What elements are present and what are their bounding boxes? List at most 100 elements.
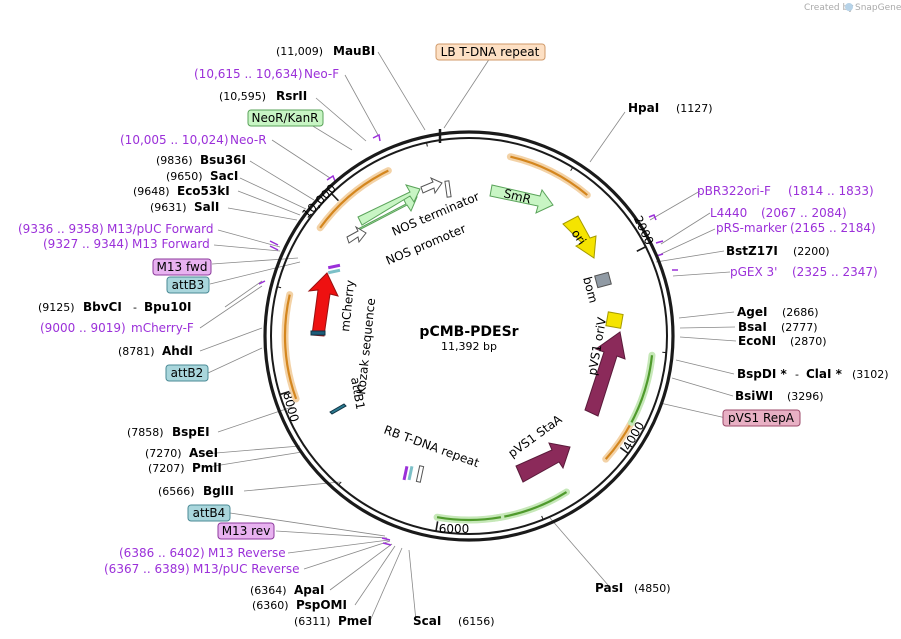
outer-arcs [281, 153, 656, 524]
site-maubi[interactable]: (11,009)MauBI [276, 44, 375, 58]
tick-mark [277, 286, 282, 289]
primer-m13-forward[interactable]: (9327 .. 9344)M13 Forward [43, 237, 210, 251]
site-ahdi[interactable]: (8781)AhdI [118, 344, 193, 358]
box-attb2[interactable]: attB2 [165, 364, 209, 382]
svg-text:(11,009): (11,009) [276, 45, 323, 58]
svg-text:BsiWI: BsiWI [735, 389, 773, 403]
label-rb-repeat: RB T-DNA repeat [382, 423, 481, 471]
attb4-marker [407, 465, 414, 481]
svg-text:PmeI: PmeI [338, 614, 372, 628]
primer-pgex-3[interactable]: pGEX 3'(2325 .. 2347) [730, 265, 878, 279]
svg-text:(1127): (1127) [676, 102, 713, 115]
credit-prefix: Created by [804, 3, 854, 13]
svg-text:attB2: attB2 [171, 366, 204, 380]
primer-pbr322ori-f[interactable]: pBR322ori-F(1814 .. 1833) [697, 184, 874, 198]
site-agei[interactable]: AgeI(2686) [737, 305, 819, 319]
box-attb3[interactable]: attB3 [166, 276, 210, 294]
tick-mark [426, 142, 428, 147]
svg-text:M13/pUC Reverse: M13/pUC Reverse [193, 562, 300, 576]
label-smr: SmR [502, 186, 532, 206]
site-bsu36i[interactable]: (9836)Bsu36I [156, 153, 246, 167]
svg-text:SalI: SalI [194, 200, 219, 214]
svg-text:(8781): (8781) [118, 345, 155, 358]
svg-text:(3102): (3102) [852, 368, 889, 381]
site-pmli[interactable]: (7207)PmlI [148, 461, 222, 475]
tick-mark [541, 515, 544, 520]
site-rsrii[interactable]: (10,595)RsrII [219, 89, 307, 103]
svg-text:(2200): (2200) [793, 245, 830, 258]
bom-marker [594, 271, 612, 289]
svg-text:M13 Forward: M13 Forward [132, 237, 210, 251]
site-bsai[interactable]: BsaI(2777) [738, 320, 818, 334]
site-scai[interactable]: ScaI(6156) [413, 614, 495, 628]
site-pspomi[interactable]: (6360)PspOMI [252, 598, 347, 612]
primer-neo-r[interactable]: (10,005 .. 10,024)Neo-R [120, 133, 267, 147]
site-bspei[interactable]: (7858)BspEI [127, 425, 210, 439]
svg-text:L4440: L4440 [710, 206, 747, 220]
svg-text:Bpu10I: Bpu10I [144, 300, 191, 314]
neor-arrow [357, 195, 418, 231]
primer-m13-puc-forward[interactable]: (9336 .. 9358)M13/pUC Forward [18, 222, 214, 236]
site-bspdi[interactable]: BspDI *-ClaI *(3102) [737, 367, 889, 381]
svg-text:(2777): (2777) [781, 321, 818, 334]
site-apai[interactable]: (6364)ApaI [250, 583, 324, 597]
site-sali[interactable]: (9631)SalI [150, 200, 219, 214]
svg-text:(2686): (2686) [782, 306, 819, 319]
site-bstz17i[interactable]: BstZ17I (2200) [726, 244, 830, 258]
site-econi[interactable]: EcoNI(2870) [738, 334, 827, 348]
tick-marks [277, 142, 667, 532]
svg-text:(4850): (4850) [634, 582, 671, 595]
lb-repeat-mark [444, 180, 452, 198]
svg-text:BspEI: BspEI [172, 425, 210, 439]
svg-text:LB T-DNA repeat: LB T-DNA repeat [441, 45, 540, 59]
tick-label-6000: 6000 [439, 522, 470, 536]
box-neor-kanr[interactable]: NeoR/KanR [247, 109, 324, 127]
site-bbvci[interactable]: (9125)BbvCI-Bpu10I [38, 300, 191, 314]
primer-neo-f[interactable]: (10,615 .. 10,634)Neo-F [194, 67, 339, 81]
tick-mark [636, 246, 647, 252]
primer-l4440[interactable]: L4440 (2067 .. 2084) [710, 206, 847, 220]
site-bsiwi[interactable]: BsiWI (3296) [735, 389, 824, 403]
svg-text:BstZ17I: BstZ17I [726, 244, 778, 258]
site-hpai[interactable]: HpaI(1127) [628, 101, 713, 115]
primer-m13-reverse[interactable]: (6386 .. 6402)M13 Reverse [119, 546, 286, 560]
svg-text:(6566): (6566) [158, 485, 195, 498]
oriv-arc [436, 516, 502, 522]
box-pvs1-repa[interactable]: pVS1 RepA [722, 409, 801, 427]
svg-text:(3296): (3296) [787, 390, 824, 403]
site-pmei[interactable]: (6311)PmeI [294, 614, 372, 628]
pvs1-sta-arrow [515, 442, 571, 483]
attb-arc [283, 294, 298, 400]
svg-text:(9125): (9125) [38, 301, 75, 314]
svg-text:BglII: BglII [203, 484, 234, 498]
svg-text:(2067 .. 2084): (2067 .. 2084) [761, 206, 847, 220]
svg-text:(6360): (6360) [252, 599, 289, 612]
rb-repeat-arc [630, 355, 654, 423]
box-lb-tdna-repeat[interactable]: LB T-DNA repeat [435, 43, 546, 61]
plasmid-length: 11,392 bp [441, 340, 497, 353]
primer-marks [258, 133, 678, 546]
primer-prs-marker[interactable]: pRS-marker(2165 .. 2184) [716, 221, 876, 235]
svg-text:pGEX 3': pGEX 3' [730, 265, 777, 279]
site-saci[interactable]: (9650)SacI [166, 169, 238, 183]
leader-lines [199, 51, 737, 622]
tick-mark [330, 192, 340, 202]
site-eco53ki[interactable]: (9648)Eco53kI [133, 184, 230, 198]
svg-text:(1814 .. 1833): (1814 .. 1833) [788, 184, 874, 198]
box-m13-fwd[interactable]: M13 fwd [152, 258, 212, 276]
inner-features [307, 176, 626, 483]
site-pasi[interactable]: PasI(4850) [595, 581, 671, 595]
site-bglii[interactable]: (6566) BglII [158, 484, 234, 498]
svg-text:(9648): (9648) [133, 185, 170, 198]
site-asei[interactable]: (7270)AseI [145, 446, 218, 460]
primer-m13-puc-reverse[interactable]: (6367 .. 6389)M13/pUC Reverse [104, 562, 300, 576]
svg-text:(9836): (9836) [156, 154, 193, 167]
svg-text:PmlI: PmlI [192, 461, 222, 475]
box-attb4[interactable]: attB4 [187, 504, 231, 522]
primer-mcherry-f[interactable]: (9000 .. 9019)mCherry-F [40, 321, 194, 335]
backbone-inner-ring [270, 137, 668, 535]
tick-mark [279, 390, 290, 396]
lb-repeat-arc [510, 155, 588, 196]
box-m13-rev[interactable]: M13 rev [217, 522, 275, 540]
